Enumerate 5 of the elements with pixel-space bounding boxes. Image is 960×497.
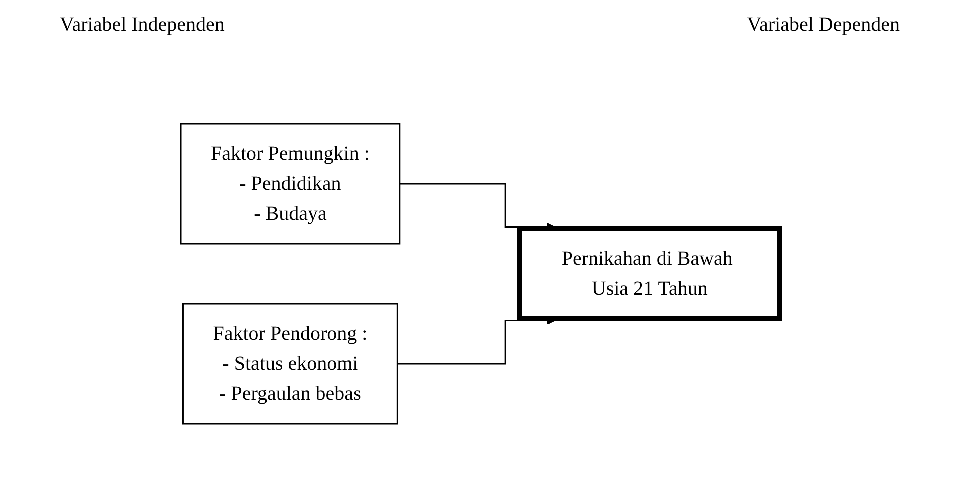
column-heading: Variabel Independen [60,14,225,38]
node-box: Faktor Pemungkin : - Pendidikan - Budaya [180,123,400,245]
column-heading: Variabel Dependen [747,14,900,38]
node-box: Pernikahan di Bawah Usia 21 Tahun [516,226,782,322]
node-box: Faktor Pendorong : - Status ekonomi - Pergaulan bebas [182,303,398,425]
